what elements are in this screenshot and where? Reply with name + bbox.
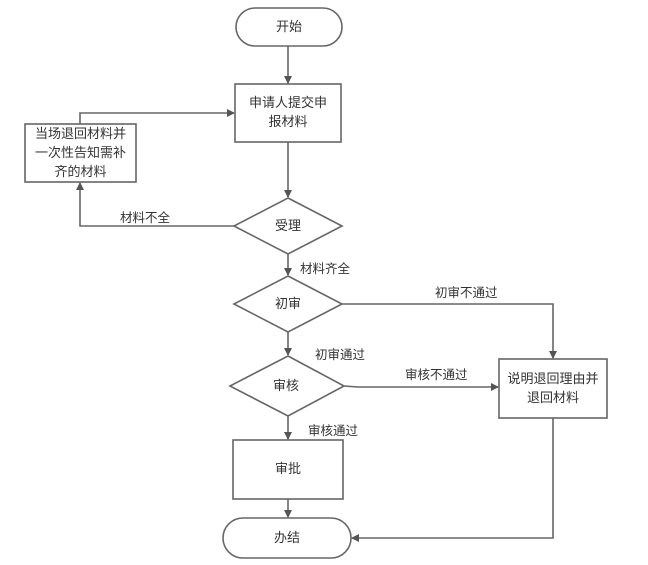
end-label: 办结 — [273, 530, 300, 546]
edge-review-fail — [343, 383, 499, 391]
edge-first-fail — [342, 303, 557, 359]
approve-label: 审批 — [274, 462, 301, 477]
edge-return-submit — [79, 109, 235, 124]
edge-explain-end — [351, 418, 554, 542]
start-terminator — [235, 7, 343, 47]
submit-box — [234, 83, 342, 143]
start-label: 开始 — [275, 19, 302, 35]
submit-label: 申请人提交申报材料 — [248, 96, 327, 130]
return-onsite-label: 当场退回材料并一次性告知需补齐的材料 — [34, 126, 126, 180]
accept-label: 受理 — [274, 218, 301, 234]
explain-return-label: 说明退回理由并退回材料 — [507, 371, 599, 406]
edge-label-incomplete: 材料不全 — [120, 210, 171, 225]
first-review-label: 初审 — [274, 296, 301, 312]
approve-box — [232, 439, 344, 500]
edge-label-review-pass: 审核通过 — [308, 423, 359, 438]
explain-return-box — [498, 358, 608, 419]
edge-label-first-fail: 初审不通过 — [435, 285, 498, 300]
review-label: 审核 — [272, 378, 299, 394]
edge-label-first-pass: 初审通过 — [315, 347, 366, 362]
edge-label-complete: 材料齐全 — [300, 261, 351, 276]
edge-label-review-fail: 审核不通过 — [405, 367, 468, 382]
edge-accept-return — [76, 182, 234, 227]
